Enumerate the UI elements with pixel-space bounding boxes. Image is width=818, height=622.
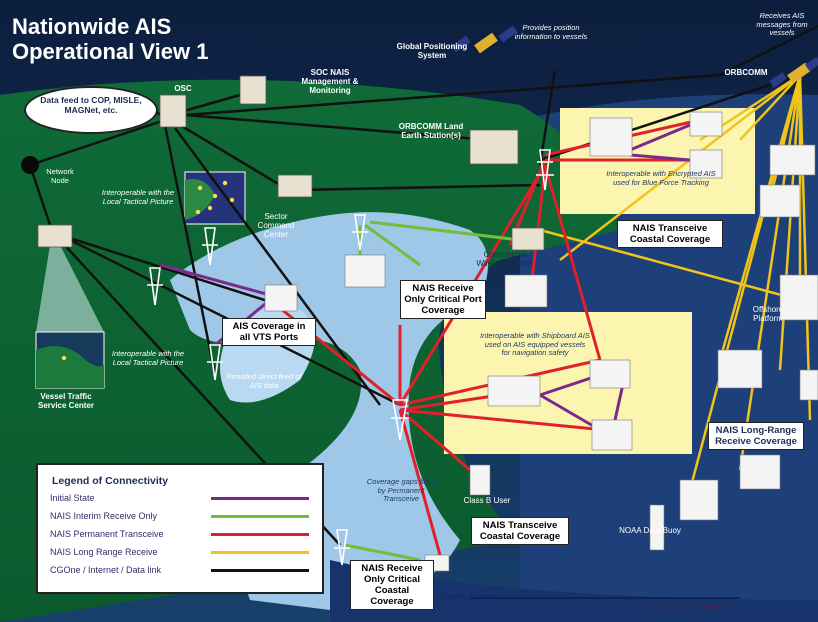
offshore-label: Offshore Platform — [752, 305, 784, 324]
long-range-coverage-label: Long Range Coverage — [648, 603, 724, 612]
title-line-2: Operational View 1 — [12, 39, 209, 65]
legend-line-interim — [211, 515, 309, 518]
legend-line-permanent — [211, 533, 309, 536]
vts-ports-box: AIS Coverage in all VTS Ports — [222, 318, 316, 346]
legend-label: NAIS Permanent Transceive — [50, 529, 164, 539]
gps-label: Global Positioning System — [396, 42, 468, 61]
osc-label: OSC — [174, 84, 192, 93]
legend-line-long-range — [211, 551, 309, 554]
page-title: Nationwide AIS Operational View 1 — [12, 14, 208, 65]
interop-local-bottom-note: Interoperable with the Local Tactical Pi… — [111, 349, 185, 367]
legend-label: NAIS Long Range Receive — [50, 547, 158, 557]
encrypted-note: Interoperable with Encrypted AIS used fo… — [606, 169, 716, 187]
receive-port-box: NAIS Receive Only Critical Port Coverage — [400, 280, 486, 319]
orbcomm-land-label: ORBCOMM Land Earth Station(s) — [398, 122, 464, 141]
vtsc-label: Vessel Traffic Service Center — [37, 392, 95, 411]
legend-line-datalink — [211, 569, 309, 572]
title-line-1: Nationwide AIS — [12, 14, 172, 39]
data-feed-label: Data feed to COP, MISLE, MAGNet, etc. — [40, 95, 142, 115]
coastal-coverage-label: Coastal Coverage — [440, 592, 501, 601]
coverage-gaps-note: Coverage gaps filled by Permanent Transc… — [366, 477, 436, 504]
legend-line-initial — [211, 497, 309, 500]
shipboard-note: Interoperable with Shipboard AIS used on… — [480, 331, 590, 358]
legend-label: Initial State — [50, 493, 95, 503]
sector-command-label: Sector Command Center — [257, 212, 295, 240]
receive-coastal-box: NAIS Receive Only Critical Coastal Cover… — [350, 560, 434, 610]
direct-feed-note: Provided direct feed of AIS data — [226, 372, 302, 390]
transceive-coastal-right-box: NAIS Transceive Coastal Coverage — [617, 220, 723, 248]
legend-label: CGOne / Internet / Data link — [50, 565, 162, 575]
transceive-coastal-bottom-box: NAIS Transceive Coastal Coverage — [471, 517, 569, 545]
network-node-label: Network Node — [46, 167, 74, 185]
gps-note: Provides position information to vessels — [514, 23, 588, 41]
class-b-label: Class B User — [463, 496, 511, 505]
legend-title: Legend of Connectivity — [52, 475, 169, 487]
orbcomm-note: Receives AIS messages from vessels — [756, 11, 808, 38]
commercial-carrier-label: Commercial Wireless Carrier — [476, 250, 534, 269]
orbcomm-label: ORBCOMM — [724, 68, 768, 77]
legend-box: Legend of Connectivity Initial State NAI… — [36, 463, 324, 594]
data-feed-bubble: Data feed to COP, MISLE, MAGNet, etc. — [24, 86, 158, 134]
noaa-label: NOAA Data Buoy — [619, 526, 681, 535]
interop-local-top-note: Interoperable with the Local Tactical Pi… — [101, 188, 175, 206]
legend-label: NAIS Interim Receive Only — [50, 511, 158, 521]
soc-label: SOC NAIS Management & Monitoring — [301, 68, 359, 96]
long-range-box: NAIS Long-Range Receive Coverage — [708, 422, 804, 450]
